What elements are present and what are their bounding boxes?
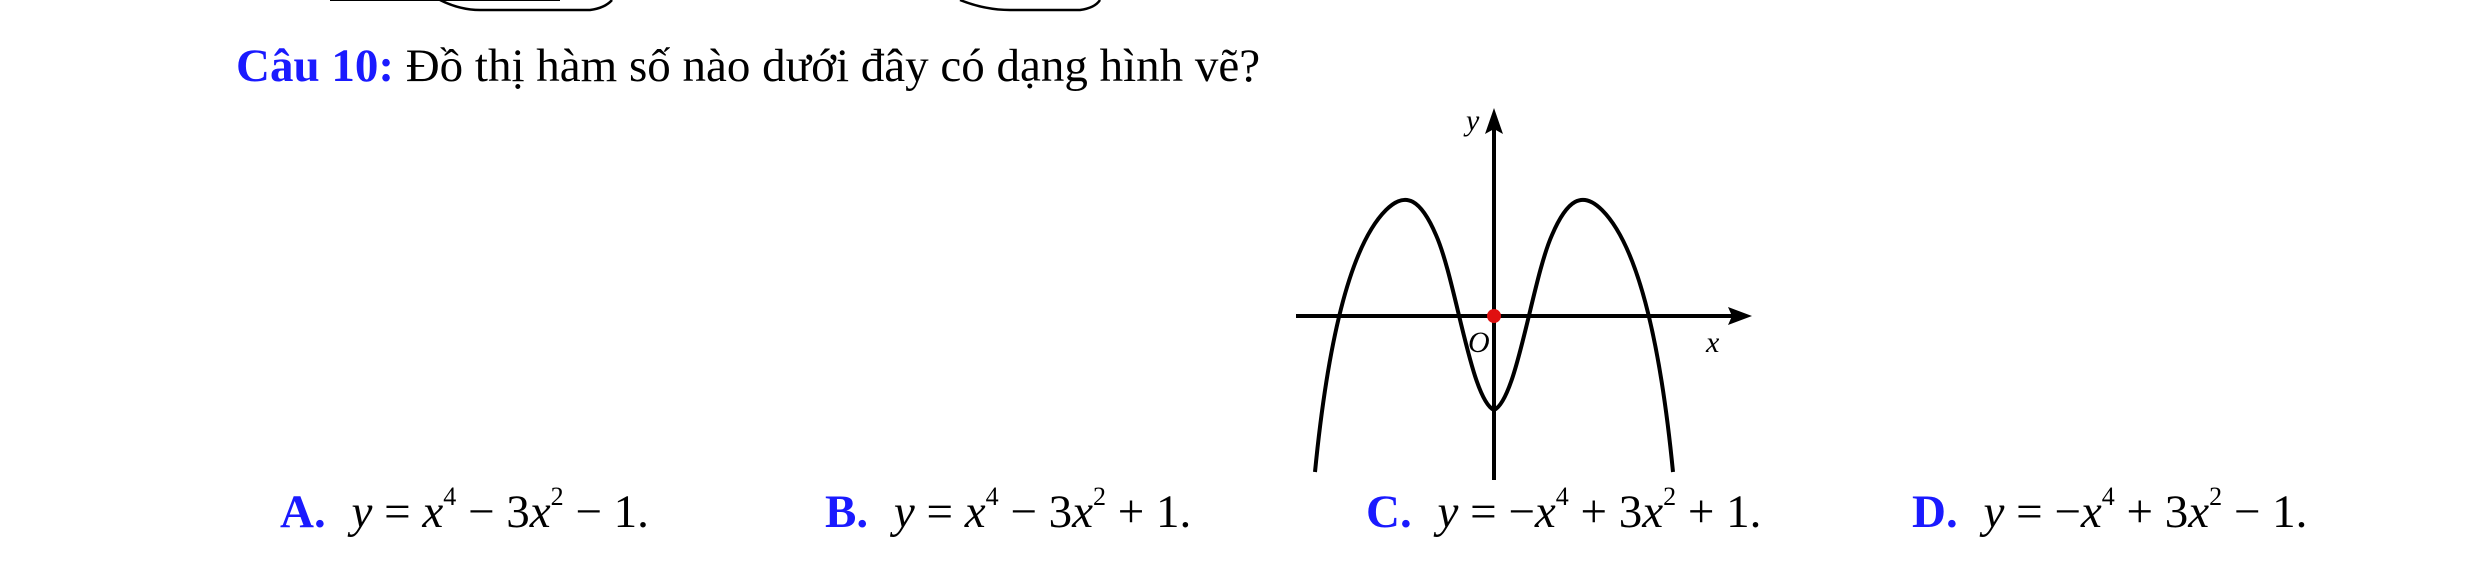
- answer-letter: B.: [825, 486, 869, 538]
- answer-formula: y = x4 − 3x2 + 1.: [893, 482, 1192, 539]
- question-block: Câu 10: Đồ thị hàm số nào dưới đây có dạ…: [236, 30, 1276, 103]
- y-axis-arrow: [1485, 108, 1503, 134]
- origin-label: O: [1468, 326, 1490, 359]
- answer-option-d[interactable]: D. y = −x4 + 3x2 − 1.: [1912, 482, 2307, 542]
- answer-option-c[interactable]: C. y = −x4 + 3x2 + 1.: [1366, 482, 1761, 542]
- x-axis-label: x: [1705, 326, 1720, 359]
- question-number: Câu 10:: [236, 40, 394, 92]
- answer-formula: y = −x4 + 3x2 − 1.: [1983, 482, 2308, 539]
- previous-question-fragment: [330, 0, 1102, 12]
- answer-formula: y = x4 − 3x2 − 1.: [351, 482, 649, 539]
- x-axis-arrow: [1728, 307, 1752, 325]
- answer-option-b[interactable]: B. y = x4 − 3x2 + 1.: [825, 482, 1191, 542]
- origin-dot: [1487, 309, 1501, 323]
- function-graph: O x y: [1296, 104, 1752, 480]
- answer-option-a[interactable]: A. y = x4 − 3x2 − 1.: [280, 482, 649, 542]
- question-text: Đồ thị hàm số nào dưới đây có dạng hình …: [405, 40, 1261, 92]
- y-axis-label: y: [1463, 104, 1480, 137]
- answer-letter: C.: [1366, 486, 1412, 538]
- answer-formula: y = −x4 + 3x2 + 1.: [1437, 482, 1762, 539]
- answer-letter: D.: [1912, 486, 1958, 538]
- quartic-curve: [1313, 197, 1675, 473]
- answer-letter: A.: [280, 486, 326, 538]
